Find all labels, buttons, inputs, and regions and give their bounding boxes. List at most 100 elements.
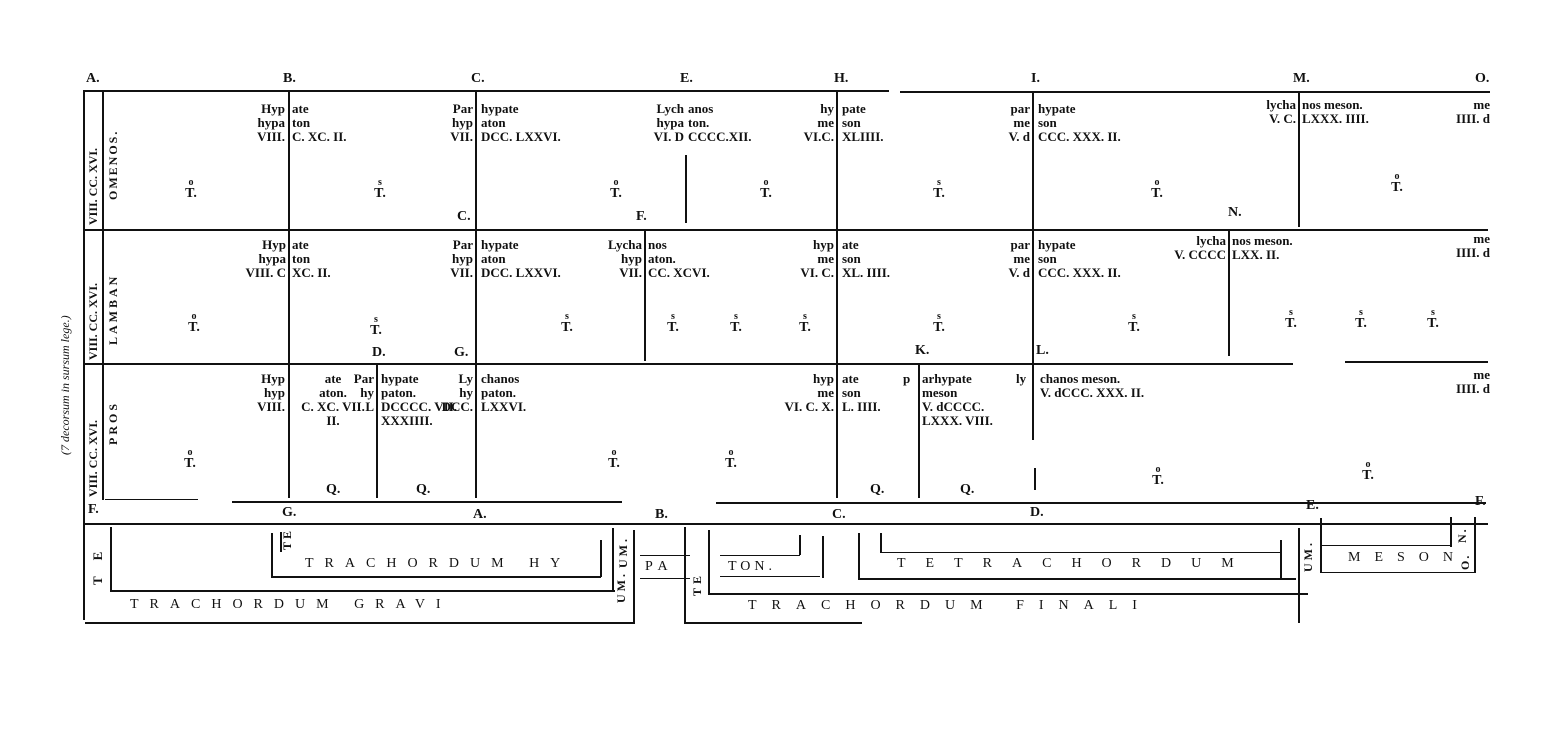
side-note: (7 decorsum in sursum lege.) xyxy=(58,315,72,455)
tetrachord-label: UM. xyxy=(614,571,628,603)
row-letter: K. xyxy=(915,343,930,358)
top-letter: E. xyxy=(680,71,693,86)
tetrachord-label: TE xyxy=(280,527,294,550)
bracket-line xyxy=(271,533,273,577)
column-divider xyxy=(1228,231,1230,356)
tetrachord-label: MESON xyxy=(1348,550,1468,565)
tetrachord-label: UM. xyxy=(1301,540,1315,572)
row-label-name: OMENOS. xyxy=(106,129,120,200)
quarter-tone: Q. xyxy=(416,482,431,497)
note-name: hypate aton DCC. LXXVI. xyxy=(481,237,561,280)
note-name: Lycha hyp VII. xyxy=(608,237,642,280)
row-label-name: LAMBAN xyxy=(106,273,120,345)
note-name: hypate paton. DCCCC. VII. XXXIIII. xyxy=(381,371,457,428)
column-divider xyxy=(1298,92,1300,227)
note-name: Hyp hypa VIII. xyxy=(257,101,285,144)
quarter-tone: Q. xyxy=(326,482,341,497)
bracket-line xyxy=(633,530,635,623)
row-divider xyxy=(1345,361,1488,363)
bracket-line xyxy=(1280,540,1282,578)
bracket-line xyxy=(110,590,615,592)
top-letter: M. xyxy=(1293,71,1310,86)
tetrachord-label: TRACHORDUM HY xyxy=(305,556,572,571)
tetrachord-label: TRACHORDUM GRAVI xyxy=(130,597,452,612)
note-name: lycha V. CCCC xyxy=(1174,233,1226,262)
row-divider xyxy=(83,363,1293,365)
tetrachord-label: TETRACHORDUM xyxy=(897,556,1254,571)
top-letter: B. xyxy=(283,71,296,86)
note-name: hypate aton DCC. LXXVI. xyxy=(481,101,561,144)
bottom-letter: D. xyxy=(1030,505,1044,520)
top-letter: O. xyxy=(1475,71,1490,86)
bottom-letter: B. xyxy=(655,507,668,522)
row-letter: N. xyxy=(1228,205,1242,220)
note-name: chanos meson. V. dCCC. XXX. II. xyxy=(1040,371,1145,400)
row-divider xyxy=(716,502,1486,504)
bracket-line xyxy=(1320,545,1450,546)
tetrachord-label: UM. xyxy=(616,536,630,568)
note-name: hypate son CCC. XXX. II. xyxy=(1038,237,1121,280)
note-name: hyp me VI. C. xyxy=(800,237,834,280)
note-name: hy me VI.C. xyxy=(803,101,834,144)
note-name: nos aton. CC. XCVI. xyxy=(648,237,710,280)
top-letter: A. xyxy=(86,71,100,86)
row-divider xyxy=(105,499,198,500)
bottom-letter: C. xyxy=(832,507,846,522)
note-name: ate son L. IIII. xyxy=(842,371,881,414)
bracket-line xyxy=(110,527,112,591)
note-name: par me V. d xyxy=(1008,237,1030,280)
column-divider xyxy=(836,92,838,498)
column-divider xyxy=(918,365,920,498)
bracket-line xyxy=(85,622,635,624)
bracket-line xyxy=(640,555,690,556)
bracket-line xyxy=(1320,572,1475,573)
bracket-line xyxy=(1450,517,1452,547)
note-name: chanos paton. LXXVI. xyxy=(481,371,527,414)
note-name: ate son XL. IIII. xyxy=(842,237,891,280)
note-name: Hyp hyp VIII. xyxy=(257,371,285,414)
note-name: arhypate meson V. dCCCC. LXXX. VIII. xyxy=(922,371,993,428)
bracket-line xyxy=(684,527,686,623)
note-name: ate ton XC. II. xyxy=(292,237,331,280)
row-divider xyxy=(232,501,622,503)
note-name: hypate son CCC. XXX. II. xyxy=(1038,101,1121,144)
note-name: Hyp hypa VIII. C xyxy=(245,237,286,280)
bracket-line xyxy=(1298,528,1300,623)
note-name: p xyxy=(903,371,911,386)
bracket-line xyxy=(880,533,882,553)
bracket-line xyxy=(612,528,614,592)
note-name: par me V. d xyxy=(1008,101,1030,144)
column-divider xyxy=(644,231,646,361)
note-name: anos ton. CCCC.XII. xyxy=(688,101,752,144)
frame-line xyxy=(900,91,1490,93)
bottom-letter: F. xyxy=(1475,494,1486,509)
frame-line xyxy=(83,523,1488,525)
note-name: Ly hy DCC. xyxy=(441,371,473,414)
row-letter: F. xyxy=(636,209,647,224)
row-label-roman: VIII. CC. XVI. xyxy=(86,419,100,497)
row-letter: L. xyxy=(1036,343,1049,358)
tetrachord-label: TRACHORDUM FINALI xyxy=(748,598,1152,613)
note-name: lycha V. C. xyxy=(1266,97,1296,126)
tetrachord-label: N. xyxy=(1455,527,1469,543)
quarter-tone: Q. xyxy=(870,482,885,497)
bracket-line xyxy=(858,533,860,579)
bracket-line xyxy=(720,576,820,577)
bracket-line xyxy=(271,576,601,578)
column-divider xyxy=(475,92,477,498)
quarter-tone: Q. xyxy=(960,482,975,497)
frame-line xyxy=(83,90,889,92)
row-label-name: PROS xyxy=(106,400,120,445)
note-name: Lych hypa VI. D xyxy=(653,101,684,144)
tetrachord-label: TON. xyxy=(728,559,777,574)
tetrachord-label: TE xyxy=(90,535,105,585)
